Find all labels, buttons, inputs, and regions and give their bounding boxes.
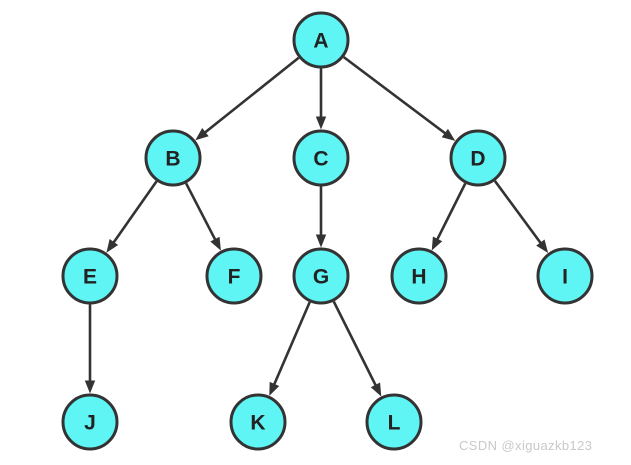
node-circle[interactable] xyxy=(292,11,350,69)
node-circle[interactable] xyxy=(61,393,119,451)
tree-node-d[interactable]: D xyxy=(449,129,507,187)
tree-node-b[interactable]: B xyxy=(144,129,202,187)
node-circle[interactable] xyxy=(205,247,263,305)
arrow-head-icon xyxy=(195,128,209,141)
edge-a-c xyxy=(315,68,327,130)
edges-layer xyxy=(84,56,549,397)
edge-line xyxy=(111,180,158,245)
watermark-text: CSDN @xiguazkb123 xyxy=(459,438,593,453)
node-circle[interactable] xyxy=(61,247,119,305)
edge-line xyxy=(272,301,311,387)
edge-line xyxy=(184,182,218,242)
edge-g-l xyxy=(332,300,382,397)
edge-d-h xyxy=(431,182,467,251)
node-circle[interactable] xyxy=(536,247,594,305)
edge-g-k xyxy=(269,301,311,396)
tree-node-h[interactable]: H xyxy=(390,247,448,305)
edge-a-b xyxy=(195,56,300,141)
edge-c-g xyxy=(315,186,327,248)
tree-node-g[interactable]: G xyxy=(292,247,350,305)
edge-d-i xyxy=(493,180,549,254)
edge-b-e xyxy=(106,180,158,253)
node-circle[interactable] xyxy=(292,129,350,187)
node-circle[interactable] xyxy=(229,393,287,451)
arrow-head-icon xyxy=(370,382,382,397)
arrow-head-icon xyxy=(536,239,549,254)
tree-node-e[interactable]: E xyxy=(61,247,119,305)
tree-node-k[interactable]: K xyxy=(229,393,287,451)
tree-node-i[interactable]: I xyxy=(536,247,594,305)
node-circle[interactable] xyxy=(144,129,202,187)
node-circle[interactable] xyxy=(365,393,423,451)
edge-e-j xyxy=(84,304,96,394)
node-circle[interactable] xyxy=(449,129,507,187)
edge-line xyxy=(493,180,543,245)
tree-node-a[interactable]: A xyxy=(292,11,350,69)
arrow-head-icon xyxy=(315,116,327,130)
arrow-head-icon xyxy=(84,380,96,394)
node-circle[interactable] xyxy=(292,247,350,305)
tree-node-j[interactable]: J xyxy=(61,393,119,451)
tree-node-f[interactable]: F xyxy=(205,247,263,305)
edge-line xyxy=(435,182,467,242)
arrow-head-icon xyxy=(431,236,443,251)
tree-node-l[interactable]: L xyxy=(365,393,423,451)
node-circle[interactable] xyxy=(390,247,448,305)
arrow-head-icon xyxy=(441,128,456,141)
edge-line xyxy=(203,56,300,135)
arrow-head-icon xyxy=(315,234,327,248)
tree-node-c[interactable]: C xyxy=(292,129,350,187)
edge-a-d xyxy=(342,56,456,141)
arrow-head-icon xyxy=(106,239,119,253)
edge-line xyxy=(342,56,448,136)
arrow-head-icon xyxy=(210,236,221,251)
arrow-head-icon xyxy=(269,381,280,396)
edge-b-f xyxy=(184,182,221,251)
edge-line xyxy=(332,300,378,388)
